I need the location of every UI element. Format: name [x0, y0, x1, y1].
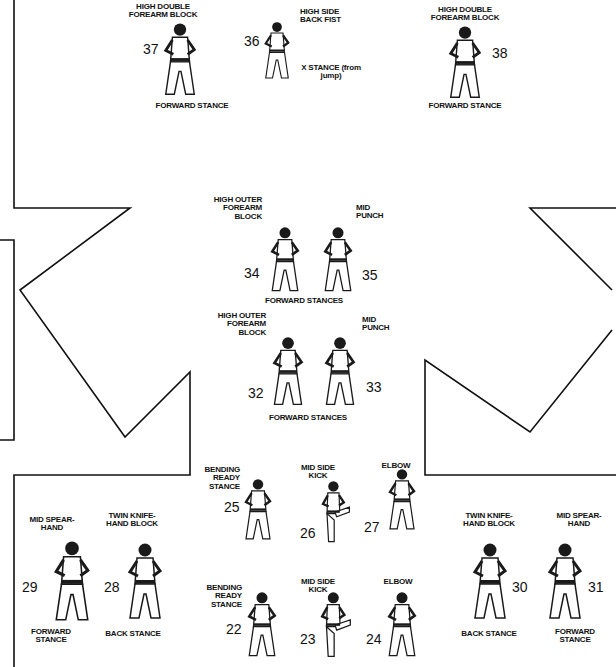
technique-label: FORWARD STANCE [152, 102, 232, 110]
technique-label: MID PUNCH [356, 204, 392, 221]
callout-number: 31 [588, 580, 606, 594]
callout-number: 29 [22, 580, 40, 594]
technique-label: MID SIDE KICK [296, 464, 340, 481]
technique-label: BENDING READY STANCE [186, 466, 240, 491]
figure [56, 542, 88, 620]
figure [130, 544, 160, 619]
figure [451, 26, 480, 97]
figure [389, 592, 415, 655]
technique-label: HIGH DOUBLE FOREARM BLOCK [120, 3, 206, 20]
callout-number: 36 [244, 34, 262, 48]
technique-label: TWIN KNIFE-HAND BLOCK [100, 512, 164, 529]
technique-label: ELBOW [376, 462, 416, 470]
technique-label: FORWARD STANCE [16, 628, 86, 645]
technique-label: BACK STANCE [100, 630, 166, 638]
figure [325, 227, 351, 290]
technique-label: BACK STANCE [456, 630, 522, 638]
callout-number: 32 [248, 386, 266, 400]
figure [390, 469, 414, 529]
technique-label: ELBOW [378, 578, 418, 586]
callout-number: 23 [300, 632, 318, 646]
callout-number: 30 [512, 580, 530, 594]
technique-label: TWIN KNIFE-HAND BLOCK [458, 512, 520, 529]
callout-number: 25 [224, 500, 242, 514]
technique-label: MID PUNCH [362, 316, 398, 333]
technique-label: HIGH SIDE BACK FIST [300, 8, 360, 25]
figure [275, 337, 302, 404]
callout-number: 26 [300, 526, 318, 540]
technique-label: FORWARD STANCE [540, 628, 610, 645]
callout-number: 38 [492, 46, 510, 60]
callout-number: 34 [244, 266, 262, 280]
figure [475, 544, 505, 619]
technique-label: MID SIDE KICK [296, 578, 340, 595]
technique-label: FORWARD STANCES [244, 297, 364, 305]
callout-number: 28 [104, 580, 122, 594]
technique-label: HIGH DOUBLE FOREARM BLOCK [420, 6, 510, 23]
technique-label: MID SPEAR-HAND [22, 516, 82, 533]
figure [249, 592, 275, 655]
figure [166, 23, 195, 94]
callout-number: 37 [143, 42, 161, 56]
figures [56, 22, 580, 656]
figure [246, 479, 270, 539]
technique-label: FORWARD STANCES [248, 414, 368, 422]
callout-number: 24 [366, 632, 384, 646]
figure [327, 337, 354, 404]
technique-label: X STANCE (from jump) [300, 64, 362, 81]
callout-number: 35 [362, 268, 380, 282]
figure [323, 481, 349, 541]
callout-number: 33 [366, 380, 384, 394]
technique-label: MID SPEAR-HAND [548, 512, 610, 529]
figure [322, 592, 350, 656]
technique-label: FORWARD STANCE [425, 102, 505, 110]
technique-label: BENDING READY STANCE [188, 584, 242, 609]
figure [272, 227, 298, 290]
callout-number: 22 [226, 622, 244, 636]
technique-label: HIGH OUTER FOREARM BLOCK [212, 196, 262, 221]
callout-number: 27 [364, 520, 382, 534]
figure [550, 544, 580, 619]
technique-label: HIGH OUTER FOREARM BLOCK [214, 312, 266, 337]
figure [266, 22, 289, 78]
